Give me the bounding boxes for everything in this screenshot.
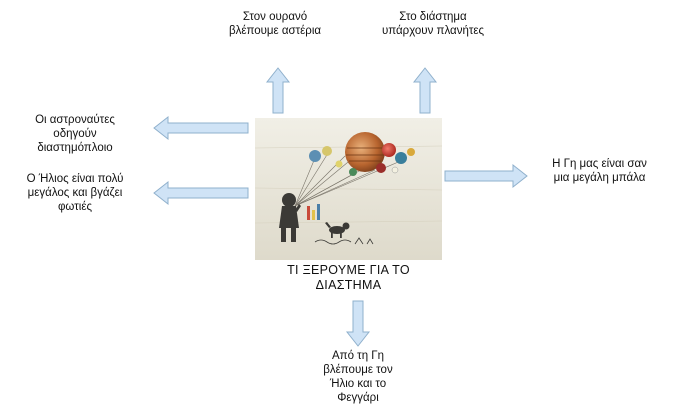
node-top-right: Στο διάστημα υπάρχουν πλανήτες: [381, 11, 485, 37]
node-bottom: Από τη Γη βλέπουμε τον Ήλιο και το Φεγγά…: [323, 350, 393, 404]
boy-with-planet-balloons-icon: [254, 118, 443, 260]
arrow-down: [345, 300, 371, 347]
node-left-lower: Ο Ήλιος είναι πολύ μεγάλος και βγάζει φω…: [26, 173, 124, 213]
node-top-left: Στον ουρανό βλέπουμε αστέρια: [228, 11, 322, 37]
arrow-up-right: [412, 67, 438, 114]
arrow-up-left: [265, 67, 291, 114]
node-left-upper: Οι αστροναύτες οδηγούν διαστημόπλοιο: [35, 114, 115, 154]
arrow-left-lower: [153, 180, 249, 206]
arrow-right: [444, 163, 528, 189]
center-illustration: [254, 118, 443, 260]
arrow-left-upper: [153, 115, 249, 141]
center-caption: ΤΙ ΞΕΡΟΥΜΕ ΓΙΑ ΤΟ ΔΙΑΣΤΗΜΑ: [287, 263, 410, 292]
node-right: Η Γη μας είναι σαν μια μεγάλη μπάλα: [552, 158, 647, 184]
